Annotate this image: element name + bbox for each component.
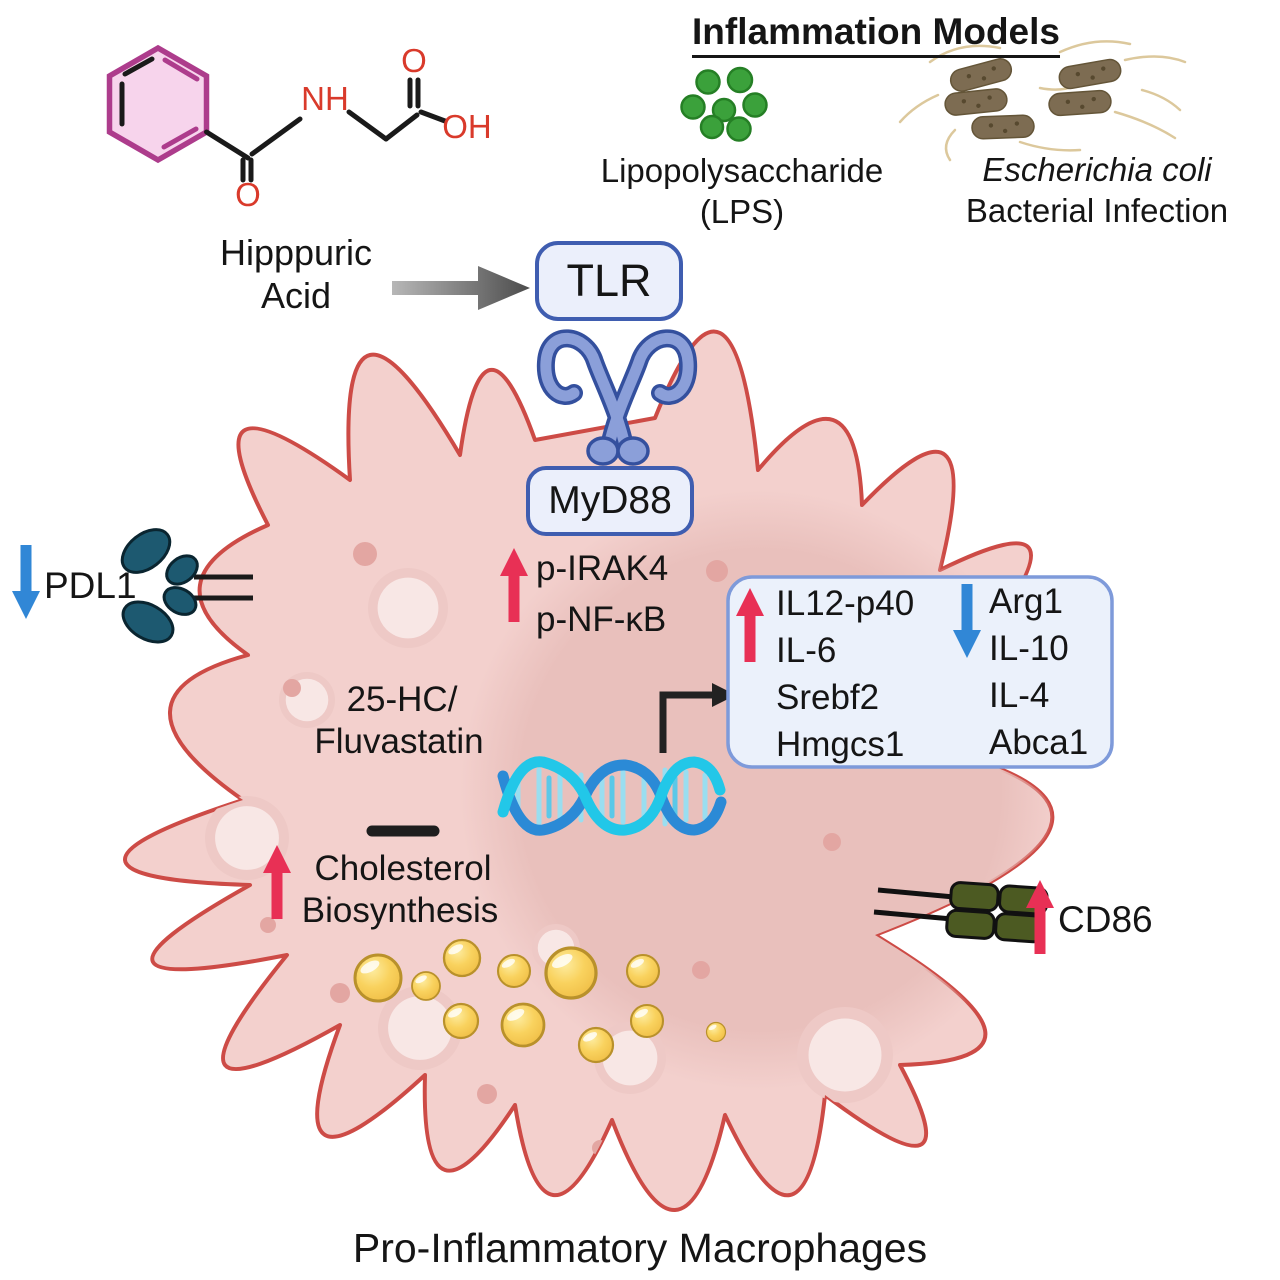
gene-box [726, 575, 1114, 769]
cd86-receptor-icon [873, 881, 1049, 944]
atom-label-oh: OH [442, 108, 492, 145]
tlr-receptor-icon [536, 329, 698, 466]
lps-icon [680, 66, 768, 142]
hippuric-acid-structure-icon [106, 44, 448, 183]
pdl1-label: PDL1 [44, 565, 137, 606]
down-gene-il10: IL-10 [989, 629, 1069, 668]
lps-label: Lipopolysaccharide [600, 152, 884, 189]
ecoli-icon [898, 40, 1187, 162]
down-gene-abca1: Abca1 [989, 723, 1089, 762]
figure-caption: Pro-Inflammatory Macrophages [352, 1225, 928, 1271]
benzene-ring-icon [106, 44, 210, 164]
inflammation-models-heading: Inflammation Models [692, 12, 1060, 58]
molecule-name-2: Acid [260, 275, 332, 316]
pdl1-receptor-icon [120, 528, 253, 644]
phospho-irak4-label: p-IRAK4 [536, 549, 669, 588]
atom-label-o-acid: O [401, 42, 427, 79]
phospho-nfkb-label: p-NF-κB [536, 600, 667, 639]
down-gene-arg1: Arg1 [989, 582, 1063, 621]
down-arrow-icon [12, 545, 40, 619]
dna-helix-icon [497, 756, 727, 836]
biosynthesis-label: Biosynthesis [301, 891, 499, 930]
up-gene-hmgcs1: Hmgcs1 [776, 725, 905, 764]
gray-arrow-icon [392, 266, 530, 310]
myd88-label: MyD88 [548, 479, 672, 522]
down-gene-il4: IL-4 [989, 676, 1050, 715]
lps-label-2: (LPS) [699, 193, 785, 230]
inhibitor-label-2: Fluvastatin [314, 722, 484, 761]
inhibitor-label: 25-HC/ [346, 680, 458, 719]
atom-label-nh: NH [301, 80, 349, 117]
myd88-box [526, 466, 694, 536]
ecoli-name: Escherichia coli [982, 151, 1212, 188]
molecule-name: Hipppuric [219, 232, 373, 273]
tlr-box [535, 241, 683, 321]
tlr-label: TLR [566, 255, 652, 306]
up-gene-il12p40: IL12-p40 [776, 584, 915, 623]
ecoli-label: Bacterial Infection [965, 192, 1229, 229]
up-gene-il6: IL-6 [776, 631, 837, 670]
transcription-arrow-icon [659, 683, 736, 753]
cholesterol-label: Cholesterol [314, 849, 492, 888]
up-gene-srebf2: Srebf2 [776, 678, 880, 717]
cd86-label: CD86 [1058, 899, 1153, 940]
inhibition-bar-icon [366, 766, 440, 837]
atom-label-o-carbonyl: O [235, 176, 261, 213]
